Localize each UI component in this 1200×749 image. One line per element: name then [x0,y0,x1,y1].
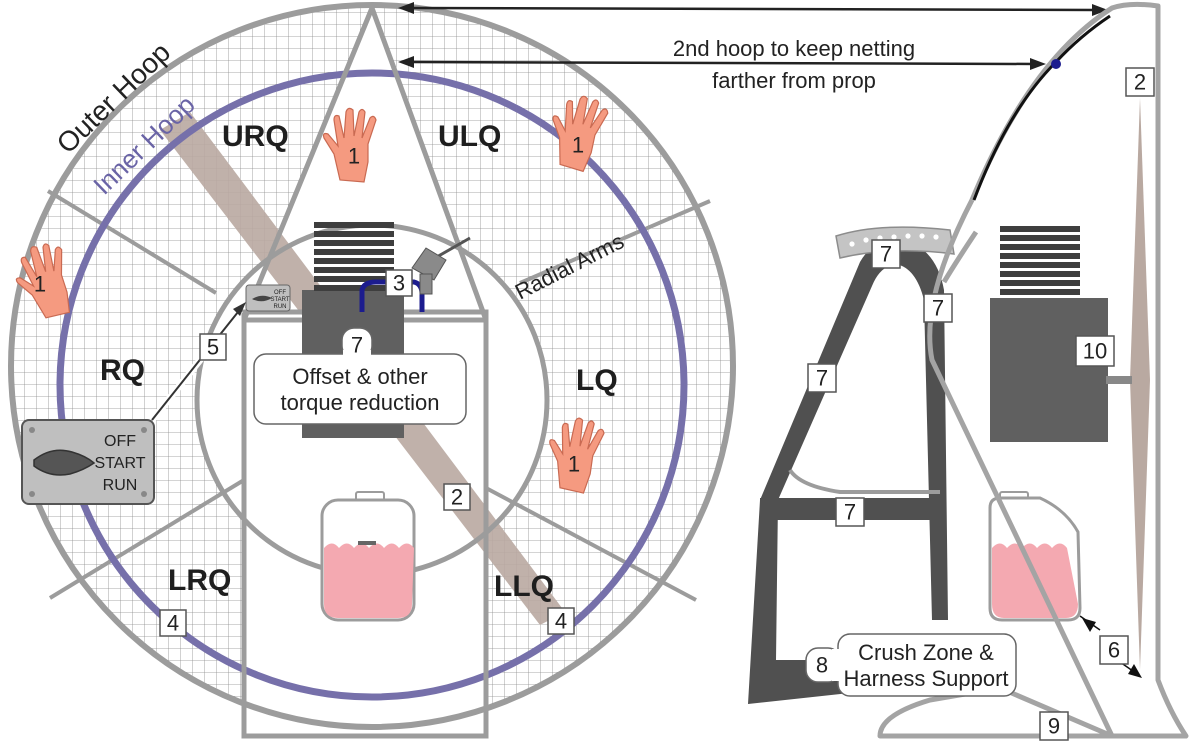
harness-frame [748,226,955,704]
offset-line-2: torque reduction [281,390,440,415]
quadrant-lq: LQ [576,364,618,397]
marker-box [1039,711,1069,741]
engine-side [990,226,1132,442]
marker-box [807,363,837,393]
marker-frame-side: 7 [844,500,856,525]
marker-throttle: 3 [393,271,405,296]
front-view: 1 1 1 1 URQ ULQ RQ LQ LRQ LLQ Outer Hoop… [7,2,736,739]
side-view: 8 Crush Zone & Harness Support 2 7 7 7 7… [748,1,1189,741]
second-hoop-line-1: 2nd hoop to keep netting [673,36,915,61]
dimension-arrows: 2nd hoop to keep netting farther from pr… [398,2,1108,93]
marker-hand: 1 [568,452,580,477]
switch-run-small: RUN [274,304,287,310]
switch-start-label: START [95,455,146,472]
kill-switch-small: OFF START RUN [245,284,291,312]
crush-line-1: Crush Zone & [858,640,994,665]
marker-hand: 1 [572,133,584,158]
marker-frame-side: 7 [816,366,828,391]
switch-arrow-head [233,302,246,316]
switch-arrow [151,311,239,421]
marker-crush: 8 [816,653,828,678]
marker-prop: 2 [451,485,463,510]
switch-run-label: RUN [103,477,138,494]
marker-switch: 5 [207,335,219,360]
second-hoop-joint [1051,59,1061,69]
crush-line-2: Harness Support [843,666,1008,691]
quadrant-ulq: ULQ [438,120,501,153]
marker-box [443,483,471,511]
switch-off-small: OFF [274,290,286,296]
kill-switch-detail: OFF START RUN [21,419,155,505]
quadrant-lrq: LRQ [168,564,231,597]
fuel-tank-front [320,491,416,622]
marker-engine: 10 [1083,339,1107,364]
switch-start-small: START [270,297,289,303]
marker-clearance: 6 [1108,638,1120,663]
quadrant-llq: LLQ [494,570,554,603]
marker-hoop-joint: 4 [555,609,567,634]
second-hoop-line-2: farther from prop [712,68,876,93]
marker-frame-side: 7 [880,242,892,267]
marker-box [923,293,953,323]
outer-hoop [8,2,736,730]
marker-box [159,609,187,637]
marker-frame-side: 7 [932,296,944,321]
carburetor [411,236,471,295]
marker-box [835,497,865,527]
marker-hoop-joint: 4 [167,611,179,636]
marker-prop-side: 2 [1134,70,1146,95]
offset-line-1: Offset & other [292,364,427,389]
crush-zone-callout: 8 Crush Zone & Harness Support [805,633,1017,697]
propeller-side [1130,98,1150,670]
quadrant-urq: URQ [222,120,289,153]
inner-hoop [56,69,688,701]
marker-hand: 1 [348,144,360,169]
second-hoop [972,14,1111,201]
marker-box [385,269,413,297]
marker-box [871,239,901,269]
marker-box [199,333,227,361]
marker-box [1099,635,1129,665]
marker-box [547,607,575,635]
marker-frame: 7 [351,333,363,358]
marker-box [1075,335,1115,367]
switch-off-label: OFF [104,433,136,450]
clearance-arrows [1079,615,1142,678]
marker-box [1125,67,1155,97]
quadrant-rq: RQ [100,354,145,387]
side-frame-upper [941,230,979,284]
offset-callout: 7 Offset & other torque reduction [253,327,467,425]
marker-hand: 1 [34,272,46,297]
marker-base: 9 [1048,714,1060,739]
